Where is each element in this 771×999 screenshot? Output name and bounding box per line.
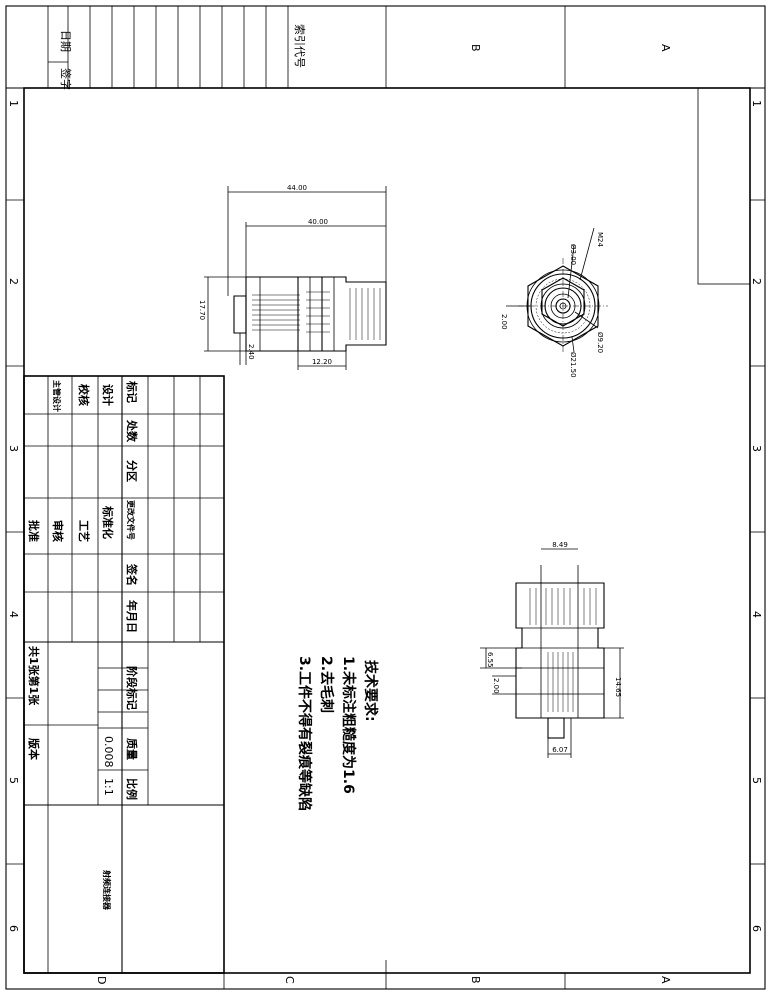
tb-weight-label: 质量 [125,738,139,760]
tb-role-process: 工艺 [77,520,91,542]
zone-top-b: B [469,44,482,52]
dim-overall-length: 44.00 [287,184,307,192]
zone-bottom-c: C [283,976,296,984]
tb-header-zone: 分区 [125,460,139,482]
dim-tip: 2.40 [247,344,255,360]
zone-left-4: 4 [7,611,20,618]
zone-left-2: 2 [7,278,20,285]
zone-left-1: 1 [7,100,20,107]
sign-label: 签字 [59,68,73,90]
ref-box [697,87,751,285]
dim-left-small: 2.00 [492,678,500,694]
zone-bottom-b: B [469,976,482,984]
section-view: 8.49 6.55 2.00 14.65 6.07 [480,541,624,758]
outer-frame [5,5,766,990]
tb-header-count: 处数 [125,419,139,443]
tb-role-standard: 标准化 [101,505,115,539]
zone-right-1: 1 [750,100,763,107]
dim-left-step: 6.55 [486,652,494,668]
side-zones: 1 2 3 4 5 6 1 2 3 4 5 6 [6,100,765,932]
tb-role-design: 设计 [101,384,115,406]
dim-height: 14.65 [614,677,622,697]
tb-weight-value: 0.008 [102,736,115,768]
zone-right-5: 5 [750,777,763,784]
dim-inner-diameter: Ø3.00 [569,244,577,265]
tb-version-label: 版本 [27,738,41,760]
tb-header-date: 年月日 [125,600,139,633]
dim-mid-diameter: Ø9.20 [596,332,604,353]
dim-hex-length: 12.20 [312,358,332,366]
tb-header-change-doc: 更改文件号 [126,500,136,540]
dim-body-length: 40.00 [308,218,328,226]
title-block: 标记 处数 分区 更改文件号 签名 年月日 设计 校核 主管设计 标准化 工艺 … [23,375,225,974]
dim-outer-diameter: Ø21.50 [569,352,577,378]
dim-top-width: 8.49 [552,541,568,549]
dim-thread: M24 [596,232,604,247]
zone-right-3: 3 [750,445,763,452]
side-view: 44.00 40.00 17.70 2.40 12.20 [198,184,387,370]
note-item-2: 2.去毛刺 [318,656,335,713]
note-item-3: 3.工件不得有裂痕等缺陷 [296,656,313,811]
zone-left-6: 6 [7,925,20,932]
tb-header-mark: 标记 [125,380,139,403]
tb-role-review: 审核 [51,520,65,542]
dim-small: 2.00 [500,314,508,330]
zone-left-3: 3 [7,445,20,452]
zone-right-4: 4 [750,611,763,618]
tb-scale-label: 比例 [125,778,139,800]
zone-bottom-d: D [95,976,108,984]
tb-sheet-count: 共1张第1张 [27,646,41,706]
tb-role-approve: 批准 [27,520,41,542]
tb-header-sign: 签名 [125,563,139,586]
tb-stage-label: 阶段标记 [125,666,139,710]
zone-left-5: 5 [7,777,20,784]
tb-part-name: 射频连接器 [102,869,112,911]
ref-code-label: 索引代号 [293,24,307,68]
end-view: M24 Ø3.00 2.00 Ø9.20 Ø21.50 [500,227,608,378]
date-label: 日期 [59,30,72,52]
tb-role-check: 校核 [77,384,91,406]
technical-notes: 技术要求: 1.未标注粗糙度为1.6 2.去毛刺 3.工件不得有裂痕等缺陷 [296,656,379,811]
top-strip: 日期 签字 索引代号 B A [6,6,765,90]
note-item-1: 1.未标注粗糙度为1.6 [340,656,357,794]
zone-right-2: 2 [750,278,763,285]
notes-title: 技术要求: [362,660,379,722]
side-view-hatching [252,288,381,340]
dim-bottom-width: 6.07 [552,746,568,754]
dim-diameter: 17.70 [198,300,206,320]
zone-right-6: 6 [750,925,763,932]
zone-top-a: A [659,44,672,52]
bottom-zones: D C B A [95,960,672,989]
tb-role-lead: 主管设计 [52,380,62,412]
tb-scale-value: 1:1 [102,778,115,796]
zone-bottom-a: A [659,976,672,984]
section-view-hatching [529,588,597,712]
